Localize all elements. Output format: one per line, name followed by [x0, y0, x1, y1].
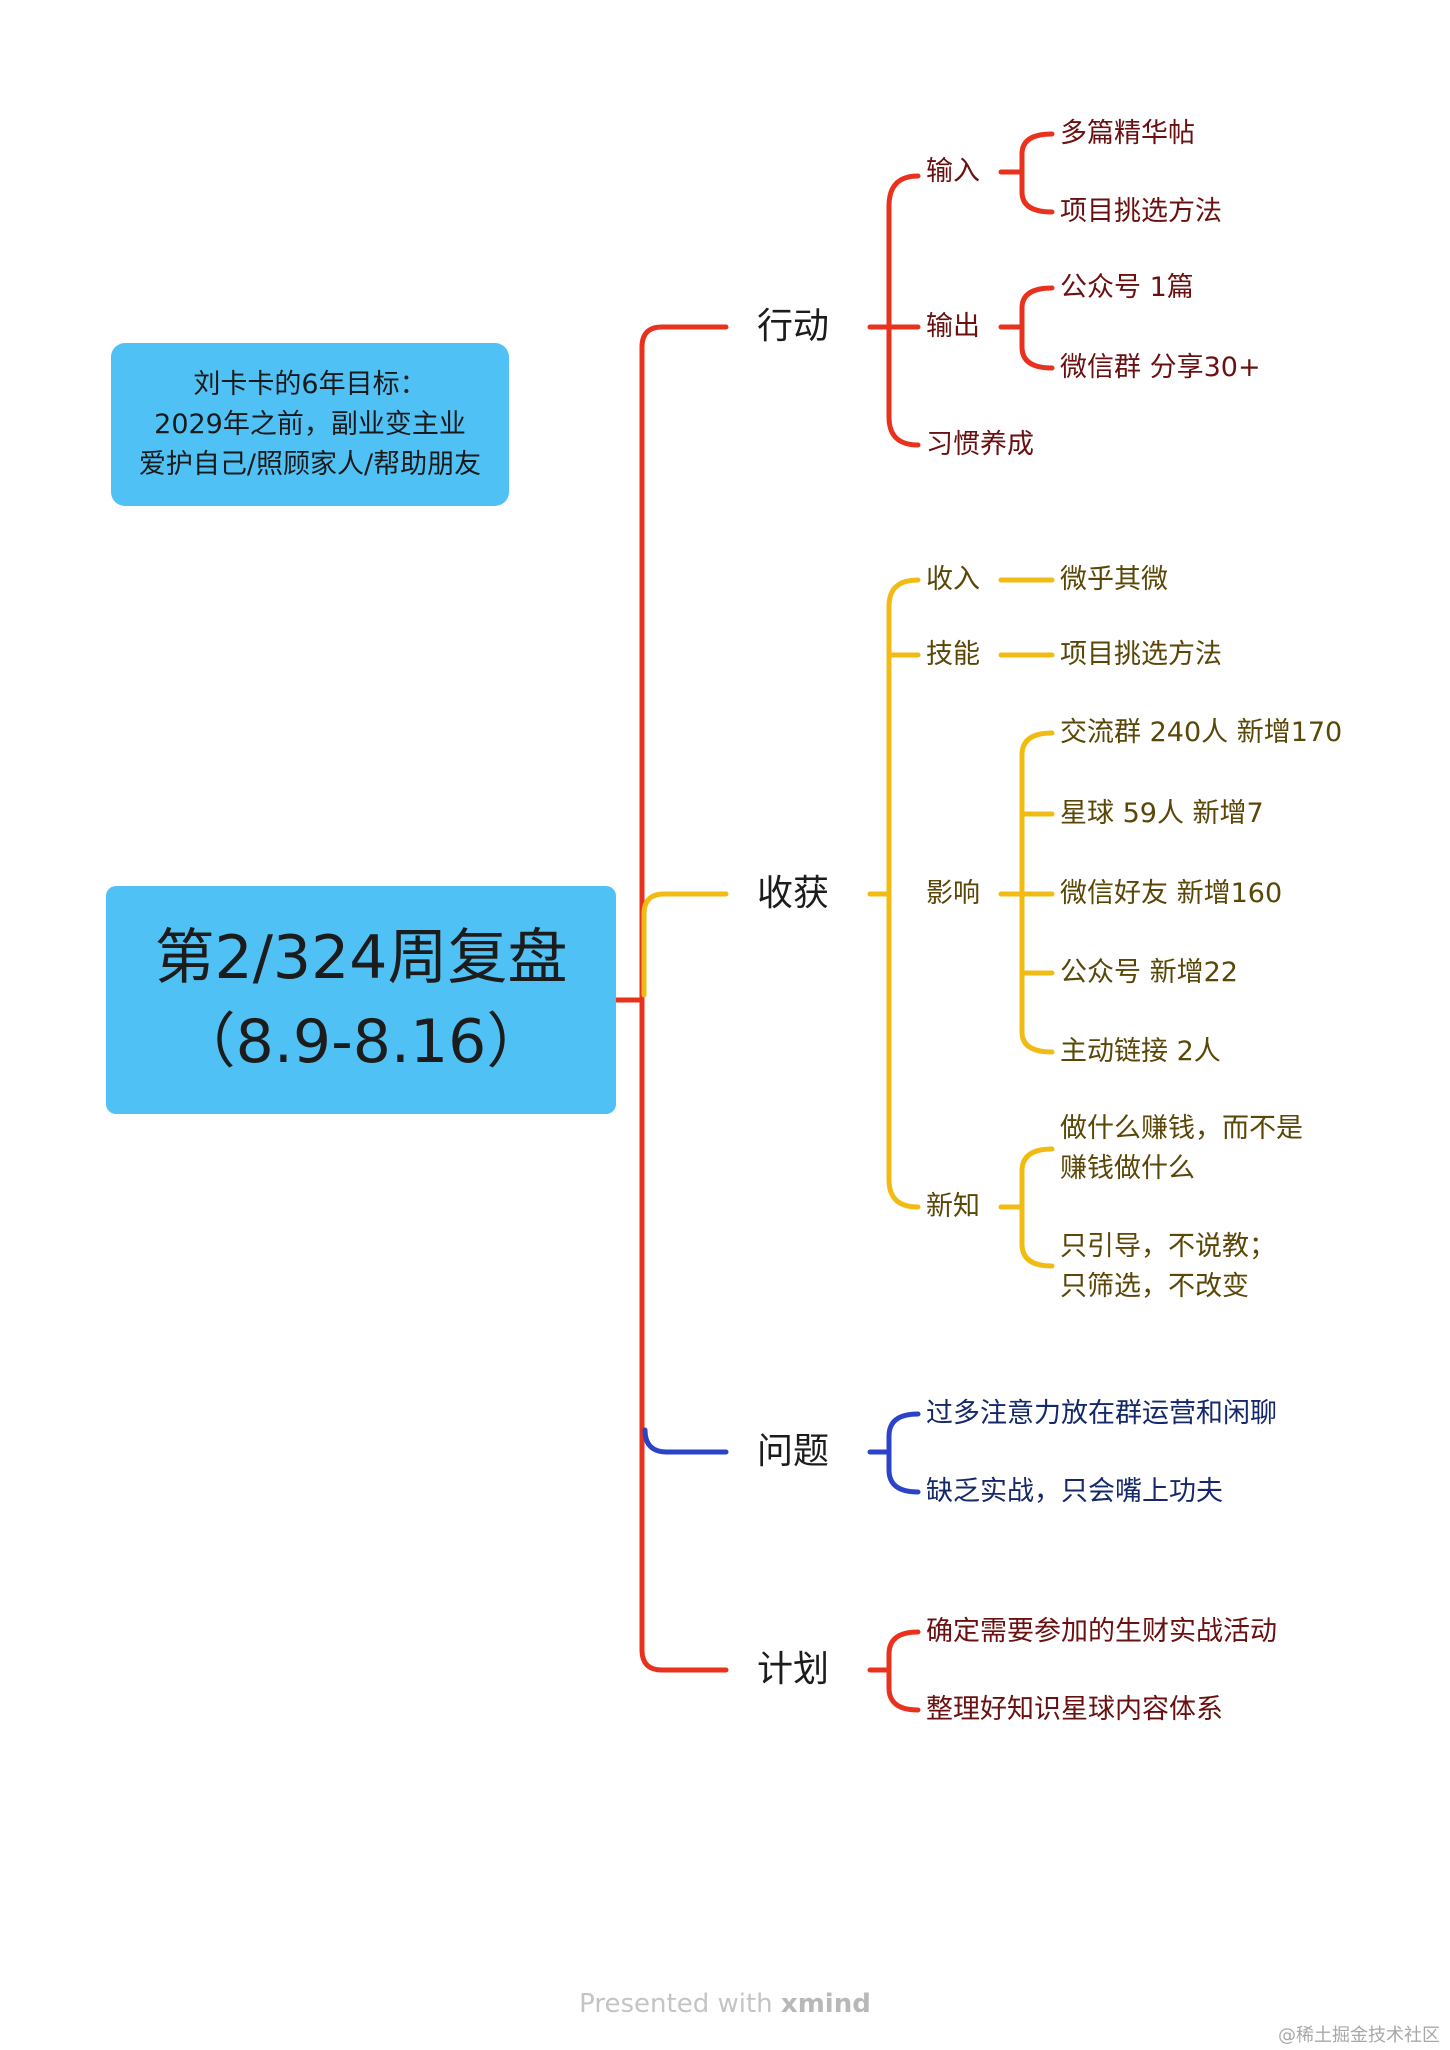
goal-line-3: 爱护自己/照顾家人/帮助朋友	[138, 448, 482, 480]
subtopic-input[interactable]: 输入	[926, 156, 980, 187]
action-branch-line	[639, 324, 729, 1003]
subtopic-new-knowledge[interactable]: 新知	[926, 1191, 980, 1222]
subtopic-income[interactable]: 收入	[926, 564, 980, 595]
topic-harvest[interactable]: 收获	[757, 873, 830, 914]
leaf-income-1[interactable]: 微乎其微	[1060, 564, 1168, 595]
central-date-range: （8.9-8.16）	[175, 1007, 547, 1077]
problem-bracket	[886, 1411, 921, 1495]
output-bracket	[1019, 285, 1055, 371]
leaf-output-2[interactable]: 微信群 分享30+	[1060, 352, 1261, 383]
leaf-input-1[interactable]: 多篇精华帖	[1060, 118, 1195, 149]
xmind-logo: xmind	[780, 1989, 871, 2019]
leaf-new-knowledge-1-line-2: 赚钱做什么	[1060, 1153, 1195, 1184]
topic-action[interactable]: 行动	[757, 306, 830, 347]
plan-bracket	[886, 1629, 921, 1713]
leaf-input-2[interactable]: 项目挑选方法	[1060, 196, 1222, 227]
goal-line-2: 2029年之前，副业变主业	[154, 408, 466, 440]
leaf-influence-4[interactable]: 公众号 新增22	[1060, 957, 1238, 988]
juejin-corner-watermark: @稀土掘金技术社区	[1278, 2025, 1440, 2046]
action-sub-bracket	[886, 173, 921, 448]
problem-branch-line	[642, 1427, 729, 1455]
central-title: 第2/324周复盘	[154, 923, 568, 993]
subtopic-output[interactable]: 输出	[926, 311, 980, 342]
harvest-branch-line	[641, 891, 729, 998]
new-knowledge-bracket	[1019, 1146, 1055, 1269]
leaf-new-knowledge-1[interactable]: 做什么赚钱，而不是 赚钱做什么	[1060, 1109, 1303, 1189]
leaf-new-knowledge-2-line-2: 只筛选，不改变	[1060, 1271, 1249, 1302]
subtopic-influence[interactable]: 影响	[926, 878, 980, 909]
leaf-influence-5[interactable]: 主动链接 2人	[1060, 1036, 1221, 1067]
leaf-problem-1[interactable]: 过多注意力放在群运营和闲聊	[926, 1398, 1277, 1429]
leaf-problem-2[interactable]: 缺乏实战，只会嘴上功夫	[926, 1476, 1223, 1507]
central-topic[interactable]: 第2/324周复盘 （8.9-8.16）	[106, 886, 616, 1114]
leaf-new-knowledge-2-line-1: 只引导，不说教；	[1060, 1231, 1276, 1262]
harvest-sub-bracket	[886, 577, 921, 1210]
leaf-new-knowledge-1-line-1: 做什么赚钱，而不是	[1060, 1113, 1303, 1144]
leaf-plan-2[interactable]: 整理好知识星球内容体系	[926, 1694, 1223, 1725]
subtopic-skill[interactable]: 技能	[926, 639, 980, 670]
plan-branch-line	[639, 997, 729, 1673]
leaf-influence-2[interactable]: 星球 59人 新增7	[1060, 798, 1264, 829]
leaf-plan-1[interactable]: 确定需要参加的生财实战活动	[926, 1616, 1277, 1647]
leaf-new-knowledge-2[interactable]: 只引导，不说教； 只筛选，不改变	[1060, 1227, 1276, 1307]
goal-line-1: 刘卡卡的6年目标：	[193, 368, 427, 400]
watermark-prefix: Presented with	[579, 1989, 773, 2019]
leaf-skill-1[interactable]: 项目挑选方法	[1060, 639, 1222, 670]
leaf-output-1[interactable]: 公众号 1篇	[1060, 272, 1194, 303]
topic-plan[interactable]: 计划	[757, 1649, 830, 1690]
input-bracket	[1019, 131, 1055, 215]
subtopic-habit[interactable]: 习惯养成	[926, 429, 1034, 460]
topic-problem[interactable]: 问题	[757, 1431, 830, 1472]
goal-box[interactable]: 刘卡卡的6年目标： 2029年之前，副业变主业 爱护自己/照顾家人/帮助朋友	[111, 343, 509, 506]
leaf-influence-1[interactable]: 交流群 240人 新增170	[1060, 717, 1343, 748]
leaf-influence-3[interactable]: 微信好友 新增160	[1060, 878, 1283, 909]
presented-with-watermark: Presented with xmind	[0, 1989, 1450, 2019]
